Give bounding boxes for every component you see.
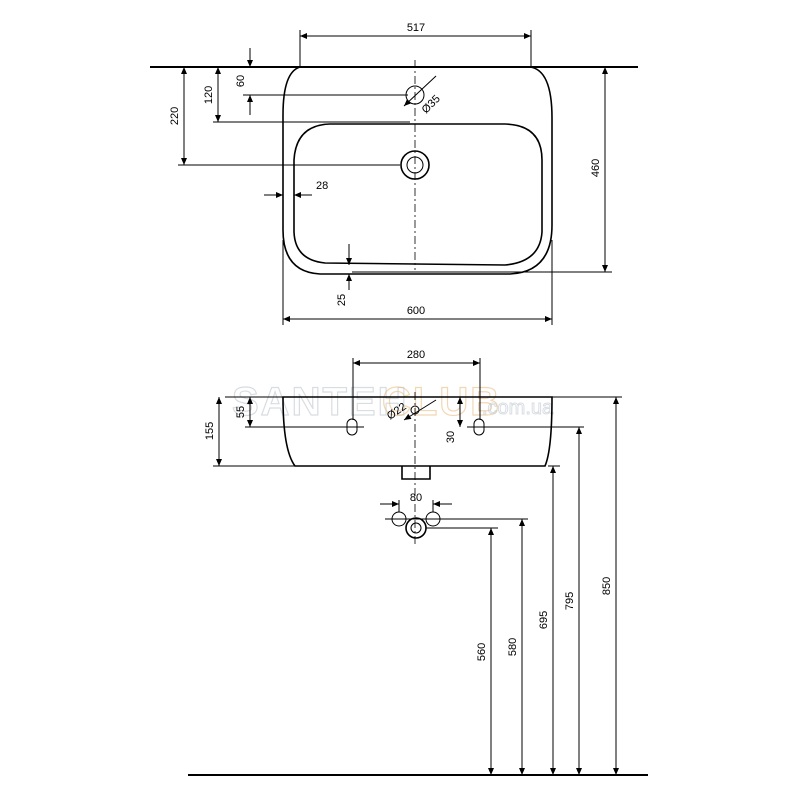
dim-120: 120 [203,86,215,104]
drain-outer [400,150,430,180]
dim-560: 560 [476,643,488,661]
dim-30: 30 [445,431,457,443]
dim-850: 850 [601,577,613,595]
dim-600: 600 [407,305,425,317]
watermark-sub: .com.ua [482,397,554,419]
dim-60: 60 [235,75,247,87]
watermark-main: SANTEH [232,380,408,424]
dim-580: 580 [507,638,519,656]
dim-155: 155 [204,422,216,440]
dim-80: 80 [410,492,422,504]
dim-25: 25 [336,294,348,306]
dim-55: 55 [235,406,247,418]
dim-795: 795 [564,592,576,610]
side-view: 280 55 155 30 Ø22 80 [188,349,648,776]
basin-outline-top [282,66,553,275]
top-view: 517 600 460 60 120 220 28 25 Ø35 [150,22,638,325]
waste-outlet [401,466,431,480]
tap-hole-front [410,405,420,415]
basin-outline-front [282,396,553,467]
drain-inner [406,156,424,174]
dim-517: 517 [407,22,425,34]
dim-tap-hole-35: Ø35 [420,93,443,116]
dim-280: 280 [407,349,425,361]
basin-bowl-top [293,123,543,266]
dim-695: 695 [538,611,550,629]
dim-28: 28 [316,180,328,192]
dim-220: 220 [169,107,181,125]
waste-pipe-outer [405,517,427,539]
dim-460: 460 [590,159,602,177]
waste-pipe-inner [410,522,422,534]
